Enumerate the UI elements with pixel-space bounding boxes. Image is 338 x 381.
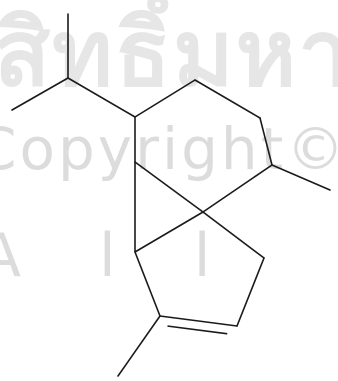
- bond-c7-spiro: [134, 211, 204, 253]
- bond-c4-spiro: [202, 164, 273, 213]
- bond-spiro-c10: [202, 211, 265, 259]
- bond-c10-c9: [236, 257, 265, 327]
- bond-c4-c4_me: [271, 164, 331, 191]
- bond-ipr_ch-c1: [67, 77, 136, 118]
- bond-c8-c7: [134, 251, 161, 317]
- bond-ipr_ch-ipr_me2: [11, 77, 69, 111]
- bond-c3-c4: [259, 117, 273, 166]
- bond-c1-c2: [134, 79, 196, 118]
- bond-c8-c8_me: [117, 315, 161, 377]
- bond-c2-c3: [194, 79, 261, 119]
- bond-c9-c8-second-line: [167, 325, 228, 335]
- bond-c6-spiro: [134, 161, 204, 213]
- bond-c9-c8: [159, 315, 238, 327]
